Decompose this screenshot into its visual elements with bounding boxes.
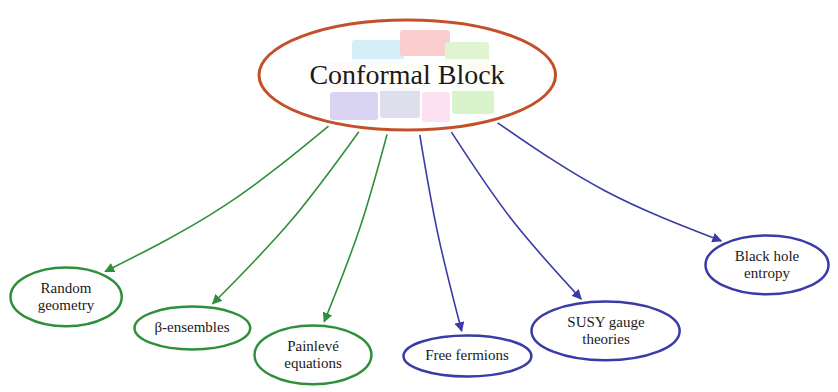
brick	[400, 30, 450, 56]
ellipse-shape	[532, 302, 680, 361]
brick	[380, 88, 420, 118]
ellipse-shape	[255, 326, 372, 385]
topic-ellipse: β-ensembles	[132, 304, 253, 352]
topic-ellipse: Black hole entropy	[703, 233, 831, 297]
topic-ellipse: SUSY gauge theories	[529, 299, 682, 363]
topic-label: Random geometry	[30, 280, 102, 315]
arrow-connector	[498, 123, 722, 241]
ellipse-shape	[134, 307, 250, 350]
topic-ellipse: Painlevé equations	[252, 323, 374, 387]
topic-label: Painlevé equations	[275, 338, 351, 373]
root-ellipse: Conformal Block	[256, 17, 559, 133]
ellipse-shape	[403, 336, 531, 377]
root-label: Conformal Block	[305, 59, 508, 91]
arrow-connector	[420, 135, 462, 331]
topic-ellipse: Random geometry	[8, 265, 124, 329]
arrow-connector	[105, 126, 328, 271]
topic-label: SUSY gauge theories	[557, 314, 655, 349]
topic-label: β-ensembles	[154, 319, 229, 336]
brick	[422, 92, 450, 122]
arrow-connector	[324, 134, 387, 321]
brick	[330, 92, 378, 120]
arrow-connector	[451, 132, 581, 299]
ellipse-shape	[706, 236, 829, 295]
topic-ellipse: Free fermions	[401, 333, 534, 379]
ellipse-shape	[10, 268, 121, 327]
topic-label: Black hole entropy	[728, 248, 806, 283]
topic-label: Free fermions	[425, 347, 509, 364]
ellipse-shape	[259, 20, 556, 130]
arrow-connector	[213, 132, 359, 304]
